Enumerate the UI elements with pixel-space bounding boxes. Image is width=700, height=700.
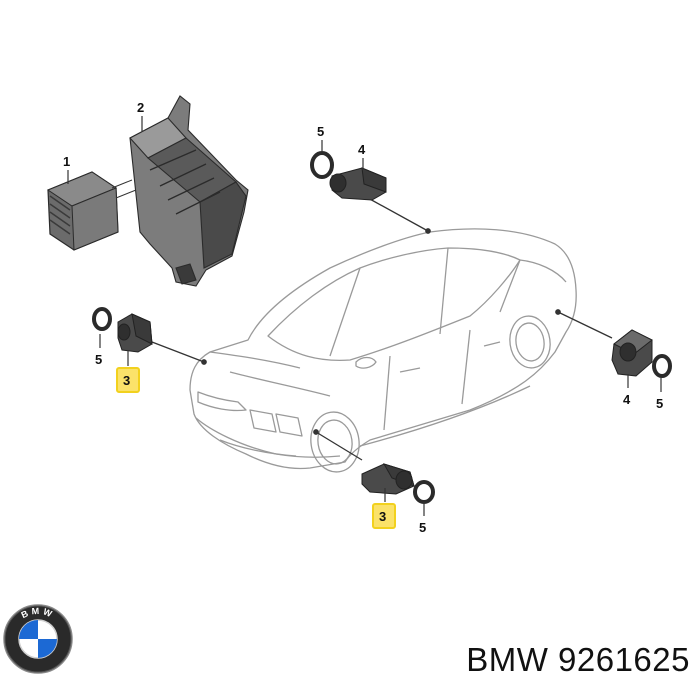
callout-3-front-highlight xyxy=(116,367,140,393)
ring-seal-top xyxy=(310,151,334,179)
callout-5-top: 5 xyxy=(317,124,324,139)
part-number-label: BMW 9261625 xyxy=(466,641,690,678)
bracket-part xyxy=(111,95,249,287)
leader-dot-front-left xyxy=(201,359,207,365)
leader-rear-sensor xyxy=(557,311,613,339)
bmw-logo-lettering: BMW xyxy=(20,606,54,620)
callout-4-right: 4 xyxy=(623,392,631,407)
parking-sensor-right xyxy=(611,329,653,377)
callout-3-rear: 3 xyxy=(379,509,386,524)
car-outline xyxy=(189,228,577,473)
ring-seal-bottom xyxy=(413,480,435,504)
callout-5-left: 5 xyxy=(95,352,102,367)
control-module-part xyxy=(46,171,119,251)
callout-3-front: 3 xyxy=(123,373,130,388)
leader-dot-front-lower xyxy=(313,429,319,435)
callout-4-top: 4 xyxy=(358,142,366,157)
leader-dot-rear xyxy=(555,309,561,315)
leader-lines xyxy=(151,197,613,461)
ring-seal-right xyxy=(652,354,672,378)
ring-seal-left xyxy=(92,307,112,331)
parking-sensor-bottom xyxy=(361,463,415,495)
callout-5-right: 5 xyxy=(656,396,663,411)
svg-text:BMW: BMW xyxy=(20,606,57,620)
callout-3-rear-highlight xyxy=(372,503,396,529)
leader-dot-top xyxy=(425,228,431,234)
leader-front-left-sensor xyxy=(151,341,205,363)
callout-5-bottom: 5 xyxy=(419,520,426,535)
leader-top-sensor xyxy=(367,197,429,232)
leader-front-lower-sensor xyxy=(315,431,363,461)
callout-1: 1 xyxy=(63,154,70,169)
parking-sensor-left xyxy=(117,313,153,353)
parking-sensor-top xyxy=(329,167,387,201)
bmw-logo: BMW xyxy=(3,604,73,674)
callout-2: 2 xyxy=(137,100,144,115)
